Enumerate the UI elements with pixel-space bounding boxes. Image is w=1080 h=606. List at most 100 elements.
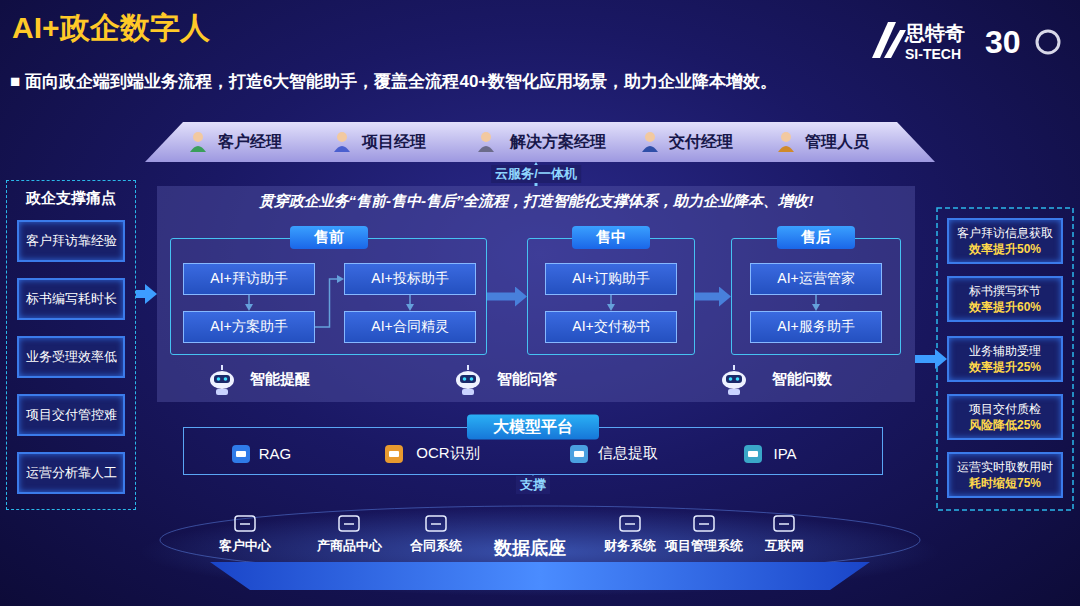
node-text: AI+交付秘书 <box>572 318 649 336</box>
robot-icon <box>224 377 228 381</box>
result-box: 项目交付质检风险降低25% <box>947 394 1063 440</box>
node-text: 项目交付管控难 <box>26 406 117 424</box>
system-icon <box>235 516 255 531</box>
logo-text: SI-TECH <box>905 46 961 62</box>
capability-label: 智能问答 <box>497 370 557 389</box>
node-text: 管理人员 <box>805 132 869 153</box>
tab-label: 售前 <box>290 226 368 249</box>
robot-icon <box>210 371 234 389</box>
node-text: 运营分析靠人工 <box>26 464 117 482</box>
node-text: 贯穿政企业务“售前-售中-售后”全流程，打造智能化支撑体系，助力企业降本、增收! <box>157 192 915 211</box>
page-title: AI+政企数字人 <box>12 8 210 49</box>
result-box: 客户拜访信息获取效率提升50% <box>947 218 1063 264</box>
node-text: AI+合同精灵 <box>371 318 448 336</box>
person-icon <box>642 146 658 152</box>
node-text: 合同系统 <box>410 537 462 555</box>
assistant-box: AI+订购助手 <box>545 263 677 295</box>
robot-icon <box>463 377 467 381</box>
assistant-box: AI+方案助手 <box>183 311 315 343</box>
assistant-box: AI+拜访助手 <box>183 263 315 295</box>
node-text: 客户中心 <box>219 537 271 555</box>
system-icon <box>240 523 250 525</box>
system-icon <box>431 523 441 525</box>
platform-band <box>210 562 870 590</box>
pain-box: 业务受理效率低 <box>17 336 125 378</box>
robot-icon <box>460 375 476 383</box>
capability-label: 智能提醒 <box>250 370 310 389</box>
assistant-box: AI+运营管家 <box>750 263 882 295</box>
node-text: 标书撰写环节 <box>969 283 1041 299</box>
node-text: 运营实时取数用时 <box>957 459 1053 475</box>
person-icon <box>645 132 655 142</box>
assistant-box: AI+投标助手 <box>344 263 476 295</box>
robot-icon <box>726 375 742 383</box>
platform-glow <box>140 508 940 596</box>
process-panel: AI+拜访助手 AI+方案助手 AI+投标助手 AI+合同精灵 售前 AI+订购助手 AI+… <box>157 186 915 402</box>
robot-icon <box>221 365 223 370</box>
tool-icon <box>232 445 250 463</box>
node-text: AI+拜访助手 <box>210 270 287 288</box>
connector-arrow <box>136 290 145 298</box>
anniversary-mark: 30 <box>985 24 1021 61</box>
node-text: 数据底座 <box>494 536 566 560</box>
person-icon <box>193 132 203 142</box>
logo-ring <box>1037 31 1059 53</box>
assistant-box: AI+交付秘书 <box>545 311 677 343</box>
system-icon <box>625 523 635 525</box>
data-platform: 客户中心产商品中心合同系统数据底座财务系统项目管理系统互联网 <box>140 494 940 602</box>
node-text: AI+运营管家 <box>777 270 854 288</box>
node-text: 项目经理 <box>362 132 426 153</box>
node-text: 效率提升60% <box>969 299 1041 315</box>
system-icon <box>426 516 446 531</box>
robot-icon <box>736 377 740 381</box>
system-icon <box>774 516 794 531</box>
node-text: OCR识别 <box>416 444 479 463</box>
person-icon <box>778 146 794 152</box>
connector-arrow <box>915 355 935 363</box>
node-text: 信息提取 <box>598 444 658 463</box>
tool-icon <box>574 451 584 457</box>
pain-box: 项目交付管控难 <box>17 394 125 436</box>
node-text: 效率提升25% <box>969 359 1041 375</box>
pain-panel: 客户拜访靠经验标书编写耗时长业务受理效率低项目交付管控难运营分析靠人工政企支撑痛… <box>6 180 136 510</box>
tool-icon <box>744 445 762 463</box>
system-icon <box>344 523 354 525</box>
edge-label: 支撑 <box>516 476 550 494</box>
node-text: 解决方案经理 <box>510 132 606 153</box>
node-text: 风险降低25% <box>969 417 1041 433</box>
result-panel <box>937 208 1073 510</box>
robot-icon <box>456 371 480 389</box>
node-text: 客户经理 <box>218 132 282 153</box>
node-text: 标书编写耗时长 <box>26 290 117 308</box>
pain-box: 标书编写耗时长 <box>17 278 125 320</box>
robot-icon <box>728 389 740 395</box>
person-icon <box>334 146 350 152</box>
tool-icon <box>385 445 403 463</box>
robot-icon <box>733 365 735 370</box>
assistant-box: AI+服务助手 <box>750 311 882 343</box>
role-band-shape <box>145 122 935 162</box>
stage-group: AI+运营管家AI+服务助手售后 <box>731 238 901 355</box>
tool-icon <box>748 451 758 457</box>
stage-group: AI+拜访助手AI+方案助手AI+投标助手AI+合同精灵售前 <box>170 238 487 355</box>
assistant-box: AI+合同精灵 <box>344 311 476 343</box>
person-icon <box>337 132 347 142</box>
person-icon <box>481 132 491 142</box>
role-band: 客户经理 项目经理 解决方案经理 交付经理 管理人员 <box>145 122 935 162</box>
pain-box: 运营分析靠人工 <box>17 452 125 494</box>
node-text: AI+投标助手 <box>371 270 448 288</box>
person-icon <box>478 146 494 152</box>
result-box: 业务辅助受理效率提升25% <box>947 336 1063 382</box>
node-text: 政企支撑痛点 <box>7 189 135 208</box>
model-platform: 大模型平台RAGOCR识别信息提取IPA <box>183 427 883 475</box>
node-text: 耗时缩短75% <box>969 475 1041 491</box>
node-text: AI+方案助手 <box>210 318 287 336</box>
tool-icon <box>570 445 588 463</box>
node-text: 交付经理 <box>669 132 733 153</box>
node-text: 财务系统 <box>604 537 656 555</box>
tool-icon <box>236 451 246 457</box>
node-text: 产商品中心 <box>317 537 382 555</box>
tool-icon <box>389 451 399 457</box>
edge-label: 云服务/一体机 <box>491 165 581 183</box>
